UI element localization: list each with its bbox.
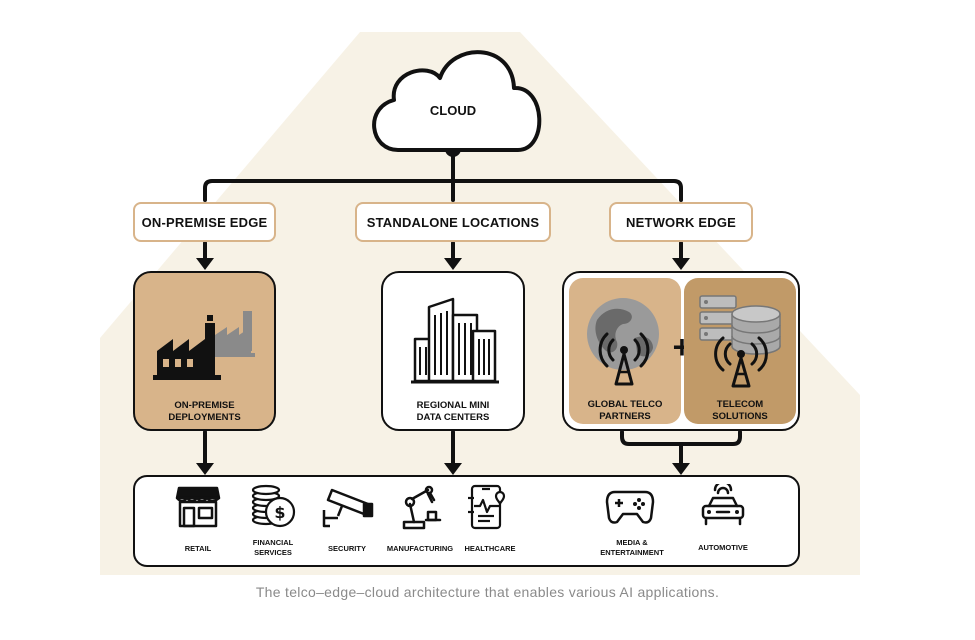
buildings-icon (411, 297, 499, 384)
app-security-label: SECURITY (328, 544, 366, 553)
tier-network-edge: NETWORK EDGE (609, 202, 753, 242)
app-automotive-label: AUTOMOTIVE (698, 543, 748, 552)
app-manufacturing-label: MANUFACTURING (386, 544, 454, 553)
tier-on-premise-edge: ON-PREMISE EDGE (133, 202, 276, 242)
cctv-camera-icon (322, 488, 374, 528)
app-healthcare-label: HEALTHCARE (464, 544, 516, 553)
car-icon (701, 484, 745, 526)
figure-caption: The telco–edge–cloud architecture that e… (255, 584, 720, 600)
cloud-label: CLOUD (429, 103, 477, 118)
connector-lines (203, 150, 742, 468)
app-retail-label: RETAIL (184, 544, 212, 553)
tier-standalone-locations: STANDALONE LOCATIONS (355, 202, 551, 242)
globe-tower-icon (587, 298, 659, 386)
coins-icon: $ (251, 484, 296, 528)
applications-bar (133, 475, 800, 567)
cloud-icon (372, 50, 542, 152)
medical-tablet-icon (468, 484, 506, 530)
server-database-tower-icon (699, 295, 781, 388)
gamepad-icon (605, 490, 655, 524)
factory-icon (153, 311, 255, 380)
robot-arm-icon (402, 485, 442, 530)
app-media-entertainment-label: MEDIA &ENTERTAINMENT (600, 538, 664, 557)
storefront-icon (175, 486, 221, 528)
arrowheads (196, 141, 690, 475)
svg-text:$: $ (274, 503, 285, 522)
